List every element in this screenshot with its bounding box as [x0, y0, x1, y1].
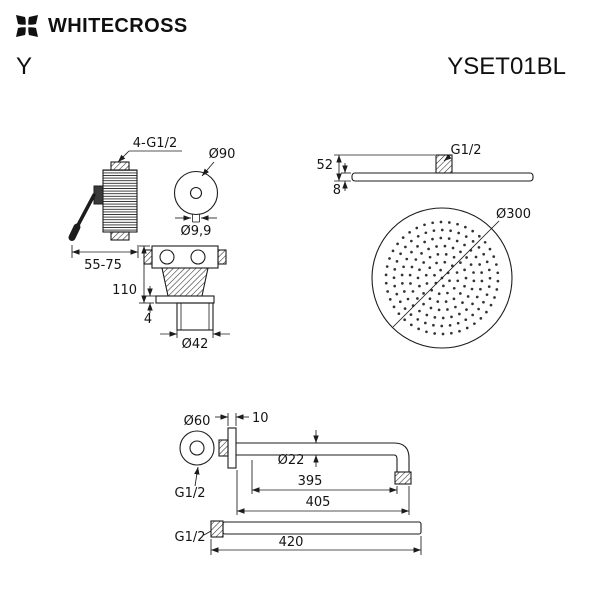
- mixer-handle-knob: [68, 223, 81, 241]
- mixer-front-view: [68, 161, 138, 241]
- dim-420-label: 420: [279, 535, 304, 550]
- dim-55-75-label: 55-75: [84, 258, 122, 273]
- dim-10: [215, 413, 249, 426]
- arm-side-view: [218, 427, 412, 485]
- mixer-trim-circle: [173, 170, 219, 223]
- arm-flange: [227, 427, 237, 469]
- dim-8-label: 8: [333, 183, 341, 198]
- arm-tube-outer: [236, 442, 410, 472]
- arm-g12-label: G1/2: [175, 486, 206, 501]
- model-number: YSET01BL: [447, 53, 566, 80]
- arm2-wall-thread: [210, 520, 224, 538]
- dim-110-label: 110: [112, 283, 137, 298]
- spray-face-circle: [371, 207, 513, 349]
- dim-d42-label: Ø42: [182, 337, 209, 352]
- head-plate: [351, 172, 534, 182]
- mixer-thread-leader: [117, 150, 182, 163]
- straight-arm-drawing: G1/2 420: [175, 520, 422, 555]
- dim-52-label: 52: [316, 158, 333, 173]
- arm2-tube: [222, 521, 422, 535]
- head-connector: [435, 154, 453, 174]
- dim-4-label: 4: [144, 312, 152, 327]
- showerhead-drawing: G1/2 52 8 Ø300: [316, 143, 534, 349]
- dim-d22-label: Ø22: [278, 453, 305, 468]
- arm-wall-thread: [218, 439, 229, 457]
- dim-4: [146, 286, 156, 313]
- mixer-drawing: 4-G1/2 Ø90: [68, 136, 236, 352]
- whitecross-logo-icon: [14, 13, 40, 39]
- showerhead-side-view: [351, 154, 534, 182]
- dim-405-label: 405: [306, 495, 331, 510]
- dim-52: [334, 154, 435, 182]
- dim-depth: [71, 245, 139, 258]
- mixer-handle: [75, 193, 96, 229]
- arm-flange-face-view: [179, 430, 215, 466]
- dim-d300-label: Ø300: [496, 207, 531, 222]
- dim-g12-head-label: G1/2: [451, 143, 482, 158]
- dim-d90-label: Ø90: [209, 147, 236, 162]
- dim-10-label: 10: [252, 411, 269, 426]
- brand-name: WHITECROSS: [48, 14, 188, 37]
- brand-logo: WHITECROSS: [14, 13, 188, 39]
- nozzle-dots: [384, 220, 500, 336]
- series-label: Y: [16, 53, 33, 80]
- dim-d99-label: Ø9,9: [181, 224, 212, 239]
- dim-d42: [160, 330, 230, 338]
- arm-drawing: Ø60 G1/2 10: [175, 411, 412, 515]
- dim-d60-label: Ø60: [184, 414, 211, 429]
- dim-405: [236, 470, 410, 515]
- mixer-plan-view: [143, 245, 227, 331]
- dim-395: [251, 460, 398, 494]
- dim-4g12-label: 4-G1/2: [133, 136, 177, 151]
- dim-420: [210, 536, 422, 555]
- arm-outlet-thread: [394, 471, 412, 485]
- showerhead-face-view: [371, 207, 513, 349]
- arm-tube-inner: [236, 454, 398, 472]
- arm2-g12-label: G1/2: [175, 530, 206, 545]
- dim-395-label: 395: [298, 474, 323, 489]
